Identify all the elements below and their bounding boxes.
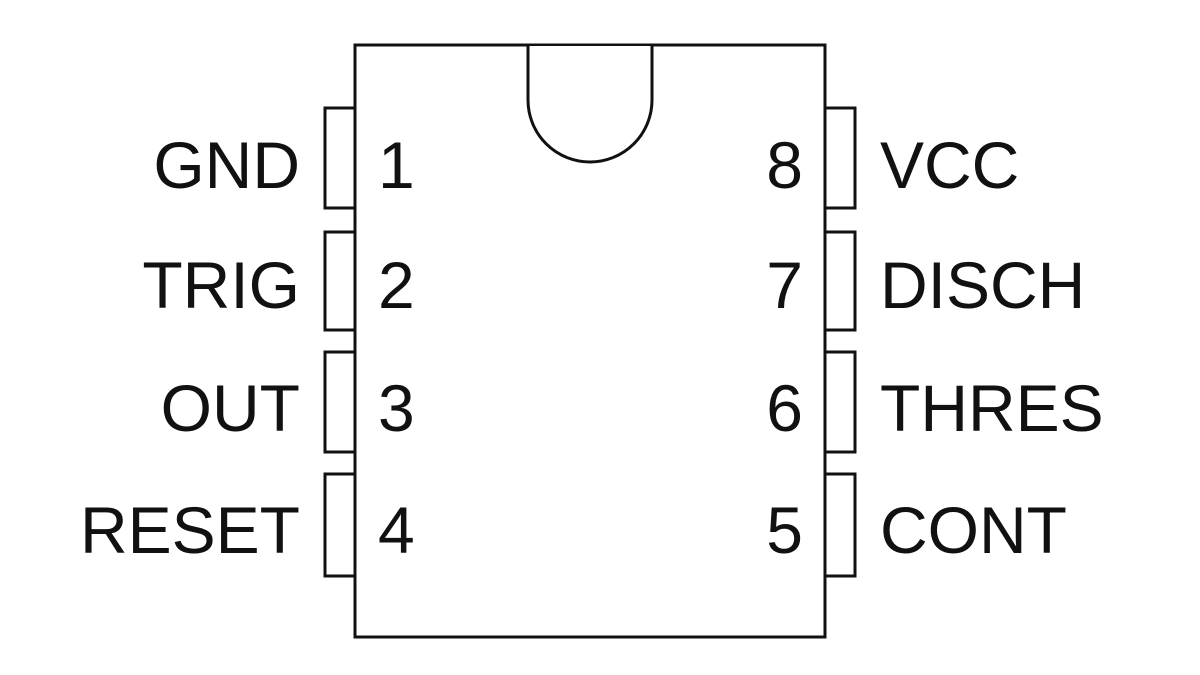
pin-number-1: 1 — [378, 128, 415, 202]
orientation-notch — [526, 46, 654, 164]
pin-4 — [323, 472, 357, 578]
pin-label-disch: DISCH — [880, 248, 1085, 322]
pin-label-gnd: GND — [153, 128, 300, 202]
pin-7 — [823, 230, 857, 332]
pin-2 — [323, 230, 357, 332]
pin-1 — [323, 106, 357, 210]
pin-label-out: OUT — [161, 371, 300, 445]
pin-number-6: 6 — [766, 371, 803, 445]
pin-number-8: 8 — [766, 128, 803, 202]
pin-8 — [823, 106, 857, 210]
pin-6 — [823, 350, 857, 454]
pin-label-vcc: VCC — [880, 128, 1019, 202]
pin-number-3: 3 — [378, 371, 415, 445]
pin-3 — [323, 350, 357, 454]
pin-label-trig: TRIG — [142, 248, 300, 322]
pin-number-2: 2 — [378, 248, 415, 322]
pin-label-reset: RESET — [80, 493, 300, 567]
pin-number-5: 5 — [766, 493, 803, 567]
pin-number-4: 4 — [378, 493, 415, 567]
pin-number-7: 7 — [766, 248, 803, 322]
pin-label-cont: CONT — [880, 493, 1067, 567]
pin-label-thres: THRES — [880, 371, 1104, 445]
pin-5 — [823, 472, 857, 578]
